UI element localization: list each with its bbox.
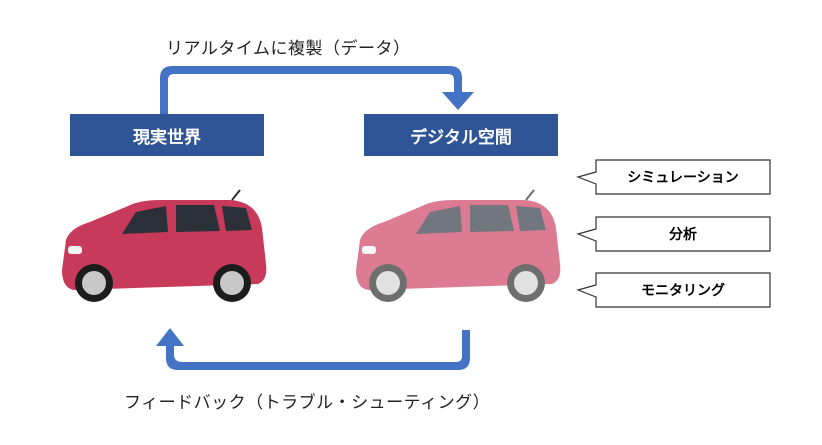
top-loop-arrow	[160, 66, 474, 114]
bottom-loop-arrow	[156, 328, 470, 370]
callout-simulation: シミュレーション	[627, 170, 739, 186]
bottom-caption: フィードバック（トラブル・シューティング）	[124, 393, 491, 413]
digital-car-image	[356, 189, 561, 302]
top-caption: リアルタイムに複製（データ）	[166, 39, 411, 59]
callout-monitoring: モニタリング	[641, 283, 725, 299]
callout-shape-monitoring	[576, 272, 771, 308]
callout-shape-analysis	[576, 216, 771, 252]
real-car-image	[62, 189, 267, 302]
real-world-label: 現実世界	[70, 114, 264, 156]
digital-space-label: デジタル空間	[364, 114, 558, 156]
callout-analysis: 分析	[669, 227, 697, 243]
callout-shape-simulation	[576, 159, 771, 195]
